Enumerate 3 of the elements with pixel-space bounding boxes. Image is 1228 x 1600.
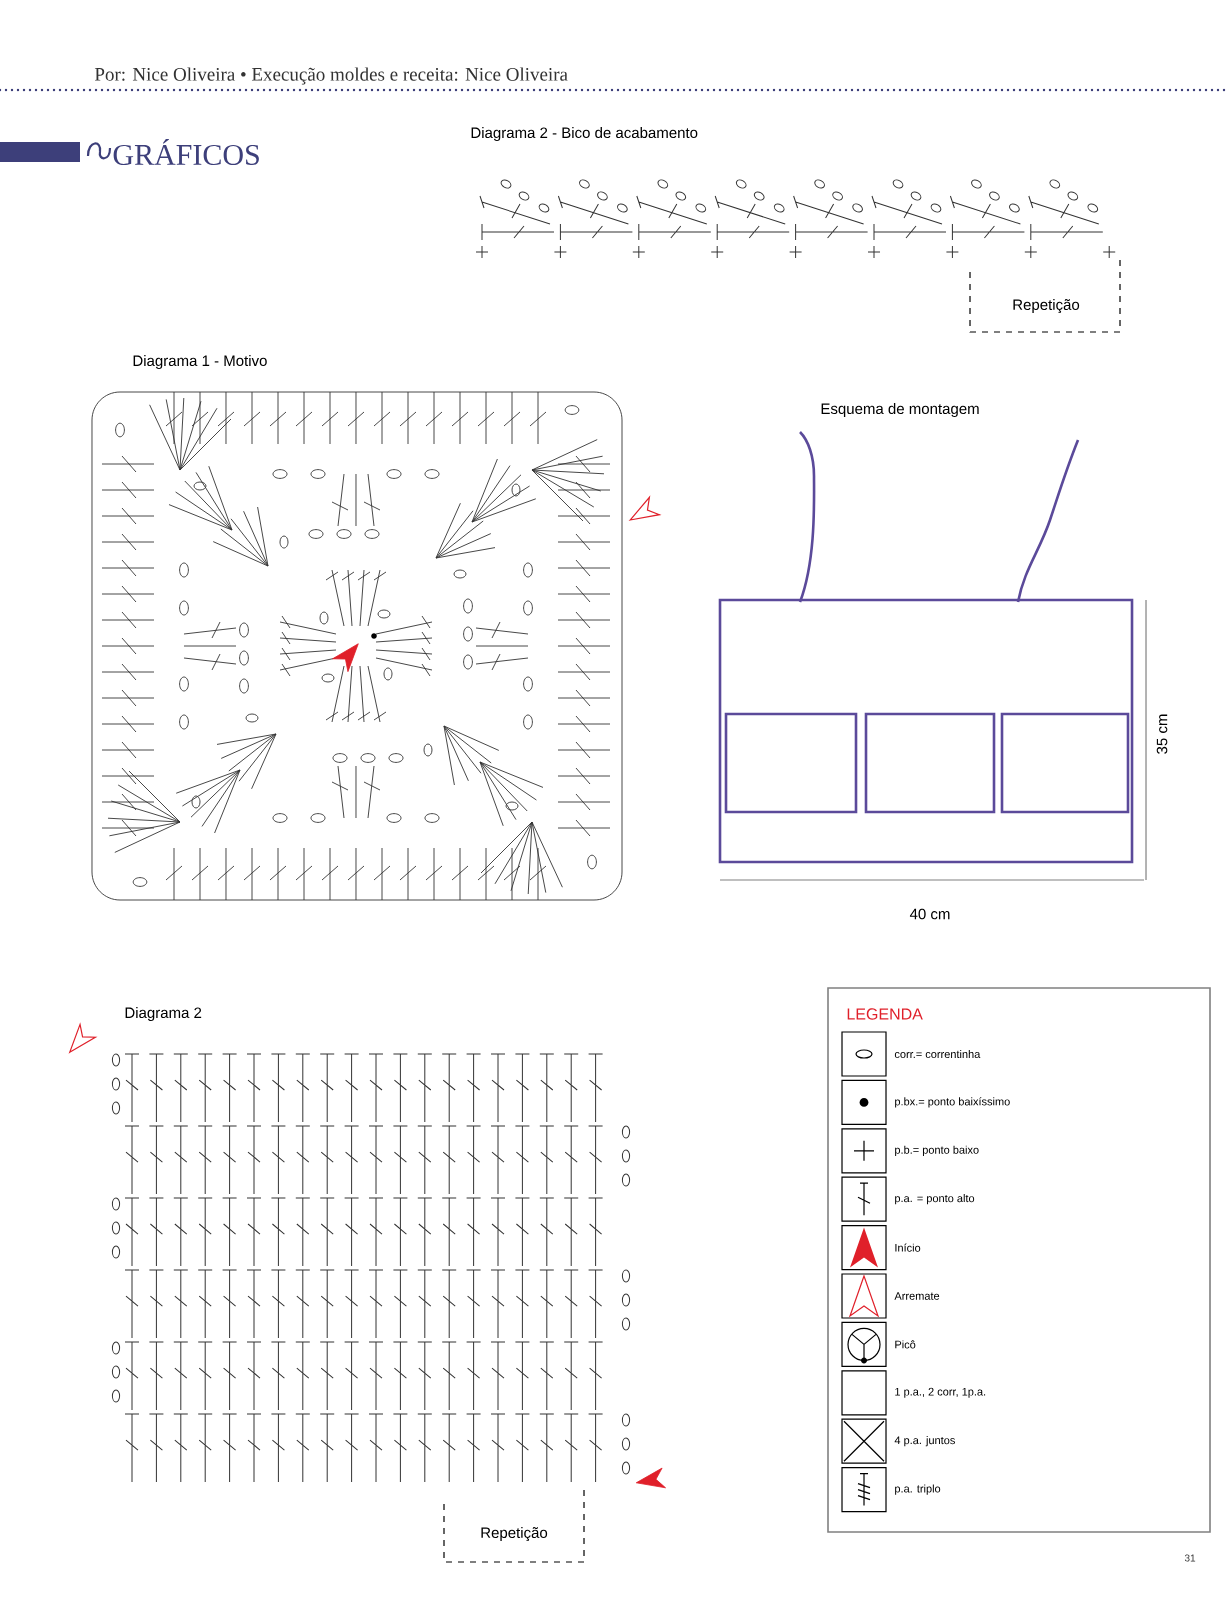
section-title: GRÁFICOS [113, 139, 259, 165]
legend-title: LEGENDA [847, 1008, 923, 1020]
header-text: Por: Nice Oliveira • Execução moldes e receita: Nice Oliveira [94, 67, 568, 85]
